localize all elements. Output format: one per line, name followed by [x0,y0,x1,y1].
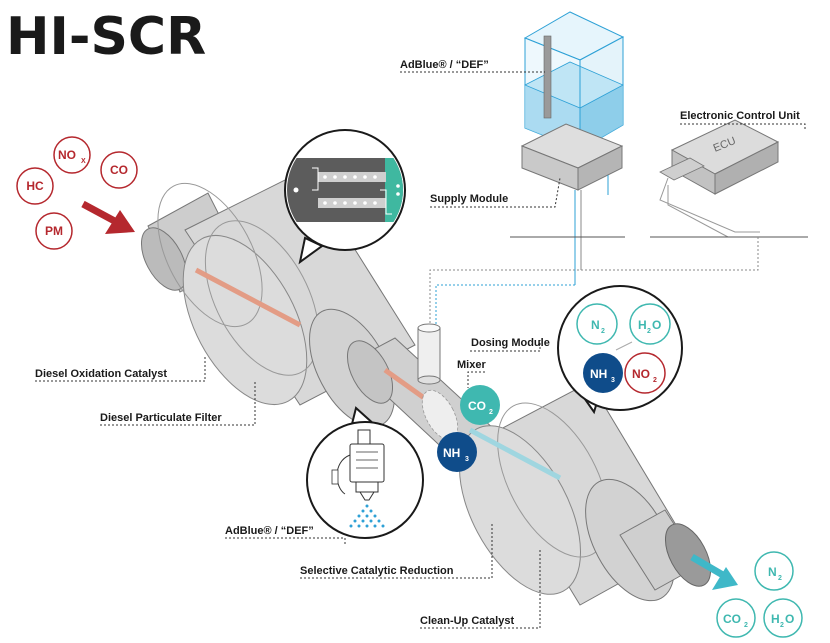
svg-text:PM: PM [45,224,63,238]
svg-text:2: 2 [601,328,605,335]
reaction-detail-bubble: N 2 H 2 O NH 3 NO 2 [557,285,683,415]
svg-text:NH: NH [590,367,607,381]
svg-text:X: X [81,158,86,165]
label-adblue-top: AdBlue® / “DEF” [400,59,489,71]
filter-detail-bubble [284,129,406,265]
reaction-co2: CO 2 [460,385,500,425]
svg-text:2: 2 [778,575,782,582]
label-scr: Selective Catalytic Reduction [300,565,454,577]
svg-text:CO: CO [468,399,486,413]
svg-text:H: H [638,318,647,332]
outlet-arrow [690,553,738,590]
svg-text:O: O [652,318,661,332]
svg-text:H: H [771,612,780,626]
svg-text:2: 2 [780,622,784,629]
logo: HI-SCR [6,7,206,67]
bubble-nh3: NH 3 [583,353,623,393]
label-supply-module: Supply Module [430,193,508,205]
bubble-h2o: H 2 O [629,303,671,345]
label-adblue-bottom: AdBlue® / “DEF” [225,525,314,537]
output-h2o: H 2 O [763,598,803,638]
mixer-pipe [346,337,496,456]
label-dpf: Diesel Particulate Filter [100,412,222,424]
pollutant-co: CO [100,151,138,189]
adblue-tank [523,11,625,151]
bubble-n2: N 2 [576,303,618,345]
pollutant-pm: PM [35,212,73,250]
svg-text:O: O [785,612,794,626]
svg-text:NO: NO [58,148,76,162]
svg-text:2: 2 [647,328,651,335]
pollutant-hc: HC [16,167,54,205]
svg-text:N: N [591,318,600,332]
bubble-no2: NO 2 [624,352,666,394]
inlet-arrow [81,200,135,234]
svg-text:NH: NH [443,446,460,460]
svg-text:3: 3 [611,377,615,384]
label-cuc: Clean-Up Catalyst [420,615,514,627]
svg-text:3: 3 [465,456,469,463]
svg-text:2: 2 [489,409,493,416]
ecu-box: ECU [659,119,780,195]
svg-text:2: 2 [744,622,748,629]
scr-cuc-housing [458,381,712,606]
svg-text:HC: HC [26,179,44,193]
label-mixer: Mixer [457,359,486,371]
label-ecu: Electronic Control Unit [680,110,800,122]
svg-text:N: N [768,565,777,579]
output-co2: CO 2 [716,598,756,638]
label-doc: Diesel Oxidation Catalyst [35,368,167,380]
label-dosing-module: Dosing Module [471,337,550,349]
svg-text:NO: NO [632,367,650,381]
dosing-module [417,323,441,385]
output-n2: N 2 [754,551,794,591]
svg-text:CO: CO [110,163,128,177]
svg-text:CO: CO [723,612,741,626]
reaction-nh3: NH 3 [437,432,477,472]
injector-detail-bubble [306,406,424,539]
svg-text:2: 2 [653,377,657,384]
supply-module [520,123,624,191]
pollutant-nox: NO X [53,136,91,174]
